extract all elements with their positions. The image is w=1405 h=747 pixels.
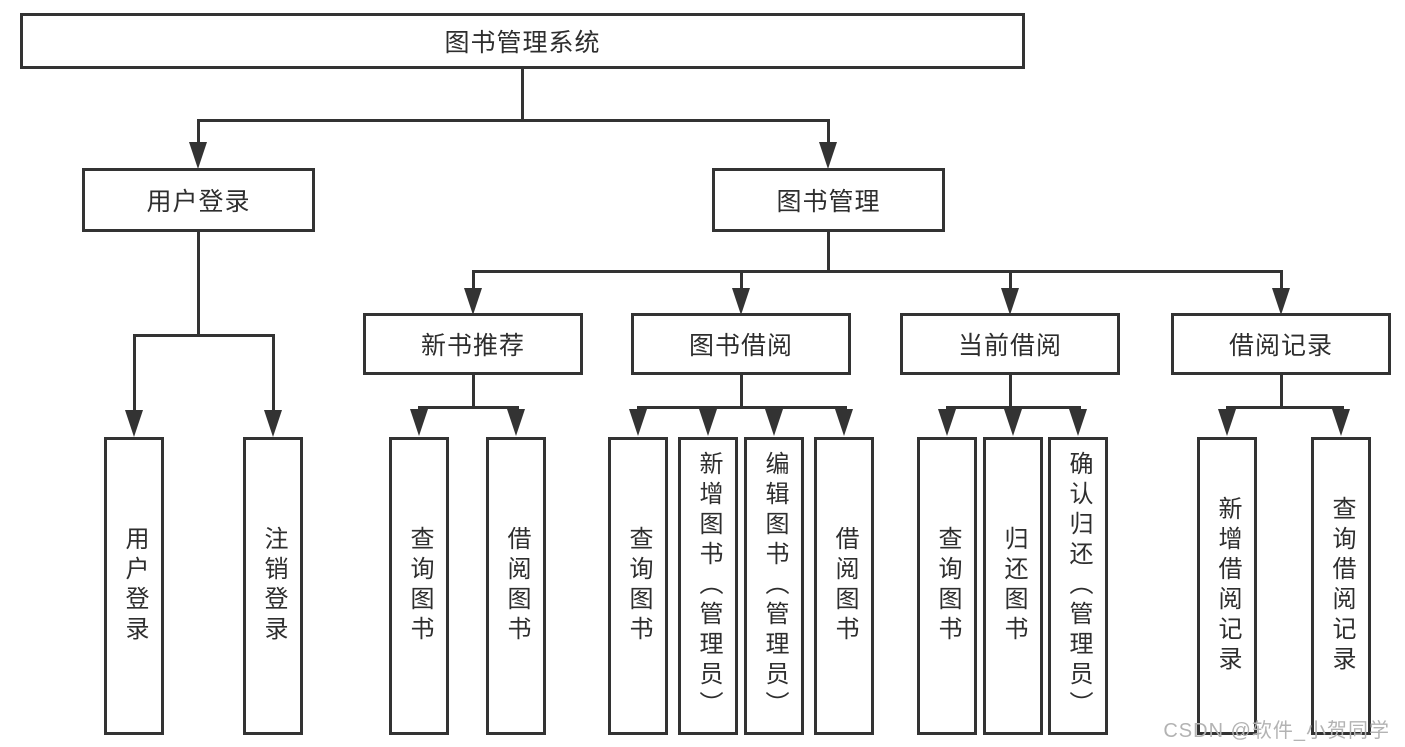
connector-login-stem <box>197 232 200 336</box>
arrow-down-leaf-query-books-2 <box>629 409 647 436</box>
arrow-down-leaf-logout <box>264 410 282 437</box>
node-book-mgmt-label: 图书管理 <box>776 188 881 216</box>
connector-currentborrow-stem <box>1009 375 1012 409</box>
leaf-confirm-return-admin-label: 确认归还（管理员） <box>1065 451 1092 721</box>
leaf-borrow-books-1: 借阅图书 <box>486 437 546 735</box>
node-user-login-label: 用户登录 <box>146 188 251 216</box>
leaf-query-books-1: 查询图书 <box>389 437 449 735</box>
connector-stub-new-books <box>472 270 475 289</box>
connector-login-stub-right <box>272 334 275 411</box>
arrow-down-leaf-user-login <box>125 410 143 437</box>
connector-login-hline <box>133 334 275 337</box>
node-book-borrow: 图书借阅 <box>631 313 851 375</box>
node-new-books-label: 新书推荐 <box>420 332 525 360</box>
leaf-query-books-2: 查询图书 <box>608 437 668 735</box>
leaf-return-book: 归还图书 <box>983 437 1043 735</box>
connector-stub-book-mgmt <box>827 119 830 145</box>
arrow-down-book-mgmt <box>819 142 837 169</box>
node-book-borrow-label: 图书借阅 <box>688 332 793 360</box>
arrow-down-leaf-add-book <box>699 409 717 436</box>
node-root-label: 图书管理系统 <box>444 29 601 57</box>
connector-stub-user-login <box>197 119 200 145</box>
leaf-add-book-admin-label: 新增图书（管理员） <box>695 451 722 721</box>
node-current-borrow-label: 当前借阅 <box>957 332 1062 360</box>
leaf-add-borrow-record: 新增借阅记录 <box>1197 437 1257 735</box>
connector-stub-borrow-records <box>1280 270 1283 289</box>
leaf-user-login-label: 用户登录 <box>121 526 148 646</box>
arrow-down-leaf-query-books-3 <box>938 409 956 436</box>
node-borrow-records: 借阅记录 <box>1171 313 1391 375</box>
connector-mgmt-stem <box>827 232 830 273</box>
leaf-query-borrow-record: 查询借阅记录 <box>1311 437 1371 735</box>
connector-bookborrow-hline <box>637 406 847 409</box>
arrow-down-user-login <box>189 142 207 169</box>
connector-records-stem <box>1280 375 1283 409</box>
connector-login-stub-left <box>133 334 136 411</box>
leaf-add-book-admin: 新增图书（管理员） <box>678 437 738 735</box>
connector-stub-book-borrow <box>740 270 743 289</box>
connector-stub-current-borrow <box>1009 270 1012 289</box>
arrow-down-leaf-confirm-return <box>1069 409 1087 436</box>
arrow-down-leaf-add-record <box>1218 409 1236 436</box>
arrow-down-leaf-edit-book <box>765 409 783 436</box>
arrow-down-leaf-query-record <box>1332 409 1350 436</box>
arrow-down-leaf-borrow-books-2 <box>835 409 853 436</box>
leaf-borrow-books-2-label: 借阅图书 <box>831 526 858 646</box>
connector-newbooks-stem <box>472 375 475 409</box>
leaf-query-books-3-label: 查询图书 <box>934 526 961 646</box>
leaf-borrow-books-1-label: 借阅图书 <box>503 526 530 646</box>
leaf-return-book-label: 归还图书 <box>1000 526 1027 646</box>
leaf-user-login: 用户登录 <box>104 437 164 735</box>
node-book-mgmt: 图书管理 <box>712 168 945 232</box>
node-current-borrow: 当前借阅 <box>900 313 1120 375</box>
leaf-confirm-return-admin: 确认归还（管理员） <box>1048 437 1108 735</box>
leaf-query-books-3: 查询图书 <box>917 437 977 735</box>
connector-newbooks-hline <box>418 406 519 409</box>
leaf-edit-book-admin-label: 编辑图书（管理员） <box>761 451 788 721</box>
arrow-down-leaf-borrow-books-1 <box>507 409 525 436</box>
watermark: CSDN @软件_小贺同学 <box>1163 720 1390 742</box>
connector-root-stem <box>521 69 524 121</box>
leaf-query-borrow-record-label: 查询借阅记录 <box>1328 496 1355 676</box>
connector-currentborrow-hline <box>946 406 1081 409</box>
arrow-down-book-borrow <box>732 288 750 315</box>
arrow-down-leaf-return-book <box>1004 409 1022 436</box>
node-root: 图书管理系统 <box>20 13 1025 69</box>
node-borrow-records-label: 借阅记录 <box>1228 332 1333 360</box>
connector-bookborrow-stem <box>740 375 743 409</box>
node-user-login: 用户登录 <box>82 168 315 232</box>
node-new-books: 新书推荐 <box>363 313 583 375</box>
leaf-query-books-2-label: 查询图书 <box>625 526 652 646</box>
leaf-logout-label: 注销登录 <box>260 526 287 646</box>
leaf-query-books-1-label: 查询图书 <box>406 526 433 646</box>
leaf-add-borrow-record-label: 新增借阅记录 <box>1214 496 1241 676</box>
leaf-logout: 注销登录 <box>243 437 303 735</box>
arrow-down-new-books <box>464 288 482 315</box>
arrow-down-borrow-records <box>1272 288 1290 315</box>
arrow-down-leaf-query-books-1 <box>410 409 428 436</box>
connector-records-hline <box>1226 406 1344 409</box>
leaf-borrow-books-2: 借阅图书 <box>814 437 874 735</box>
arrow-down-current-borrow <box>1001 288 1019 315</box>
connector-root-hline <box>197 119 830 122</box>
connector-mgmt-hline <box>472 270 1282 273</box>
leaf-edit-book-admin: 编辑图书（管理员） <box>744 437 804 735</box>
